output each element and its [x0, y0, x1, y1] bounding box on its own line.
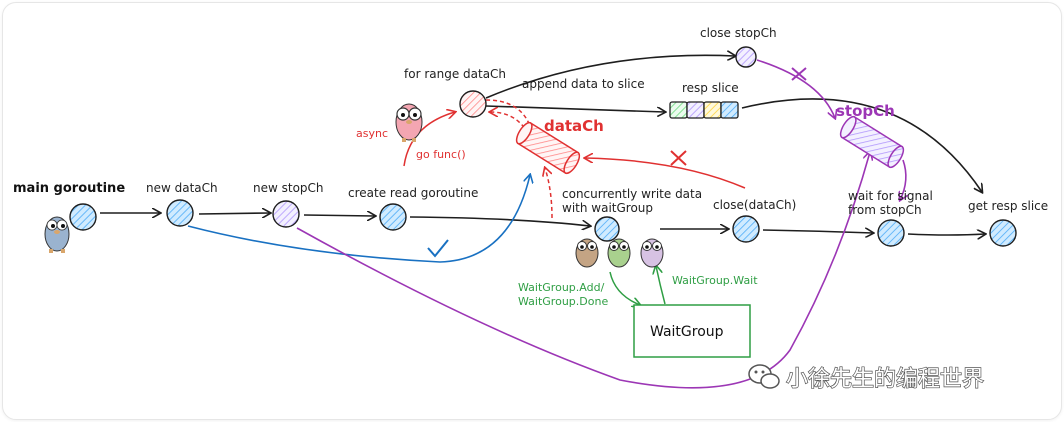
node-for-range-datach — [459, 90, 487, 118]
datach-queue — [515, 121, 581, 175]
label-concurrent-write-1: concurrently write data — [562, 187, 702, 201]
label-datach-queue: dataCh — [544, 117, 604, 135]
label-resp-slice: resp slice — [682, 81, 739, 95]
watermark-text: 小徐先生的编程世界 — [786, 367, 984, 392]
edge-close-datach-to-wait-signal — [762, 230, 873, 233]
waitgroup-box — [633, 304, 751, 358]
label-waitgroup-wait: WaitGroup.Wait — [672, 274, 758, 287]
edge-create-read-to-writers — [409, 216, 590, 226]
node-writers — [594, 216, 620, 242]
slice-cell-1 — [669, 101, 688, 119]
node-new-stopch — [272, 200, 300, 228]
label-close-stopch: close stopCh — [700, 26, 777, 40]
node-close-datach — [732, 215, 760, 243]
flow-nodes — [69, 46, 1017, 247]
blocked-cross-red — [670, 150, 687, 166]
label-wait-signal-2: from stopCh — [848, 203, 922, 217]
label-wait-signal-1: wait for signal — [848, 189, 933, 203]
edge-for-range-to-close-stopch — [485, 55, 735, 99]
edge-waitgroup-to-writers — [656, 266, 666, 305]
label-main-goroutine: main goroutine — [13, 181, 125, 196]
label-get-resp-slice: get resp slice — [968, 199, 1048, 213]
node-get-resp-slice — [989, 219, 1017, 247]
waitgroup-edges — [609, 266, 666, 305]
label-create-read-goroutine: create read goroutine — [348, 186, 478, 200]
node-new-datach — [166, 199, 194, 227]
datach-creation-edge — [187, 175, 530, 263]
label-async: async — [356, 127, 388, 140]
label-new-datach: new dataCh — [146, 181, 218, 195]
gopher-main-icon — [44, 216, 70, 253]
edge-wait-signal-to-get-resp — [907, 234, 985, 235]
edge-for-range-to-datach — [485, 99, 531, 127]
edge-for-range-to-resp-slice — [485, 105, 665, 112]
label-stopch-queue: stopCh — [836, 102, 895, 120]
label-close-datach: close(dataCh) — [713, 198, 796, 212]
blocked-cross-purple — [791, 67, 807, 81]
label-waitgroup-box: WaitGroup — [650, 324, 724, 340]
edge-new-stopch-to-wait-signal — [296, 152, 870, 389]
label-append-data: append data to slice — [522, 77, 645, 91]
check-mark — [427, 239, 449, 258]
node-create-read-goroutine — [379, 203, 407, 231]
gopher-async-icon — [395, 103, 423, 142]
edge-new-stopch-to-create-read — [303, 215, 375, 216]
label-waitgroup-done: WaitGroup.Done — [518, 295, 608, 308]
node-close-stopch — [735, 46, 757, 68]
label-concurrent-write-2: with waitGroup — [562, 201, 653, 215]
edge-writers-to-datach — [545, 168, 553, 219]
label-go-func: go func() — [416, 148, 466, 161]
label-waitgroup-add: WaitGroup.Add/ — [518, 281, 605, 294]
slice-cell-4 — [720, 101, 739, 119]
label-for-range-datach: for range dataCh — [404, 67, 506, 81]
edge-new-datach-to-datach — [187, 175, 530, 263]
edge-resp-slice-to-get-resp — [741, 98, 982, 192]
edge-writers-to-waitgroup — [609, 271, 640, 305]
edge-close-stopch-to-stopch — [756, 59, 835, 118]
node-main-goroutine — [69, 203, 97, 231]
stopch-edges — [296, 59, 906, 389]
slice-cell-3 — [703, 101, 722, 119]
node-wait-signal — [877, 219, 905, 247]
slice-cell-2 — [686, 101, 705, 119]
edge-new-datach-to-new-stopch — [198, 213, 270, 214]
label-new-stopch: new stopCh — [253, 181, 324, 195]
edge-stopch-to-wait-signal — [900, 159, 906, 200]
edge-close-datach-to-datach — [585, 158, 746, 189]
stopch-queue — [839, 115, 905, 169]
wechat-logo-icon — [748, 364, 780, 389]
resp-slice-array — [669, 101, 739, 119]
gopher-writer-icon — [575, 238, 664, 268]
